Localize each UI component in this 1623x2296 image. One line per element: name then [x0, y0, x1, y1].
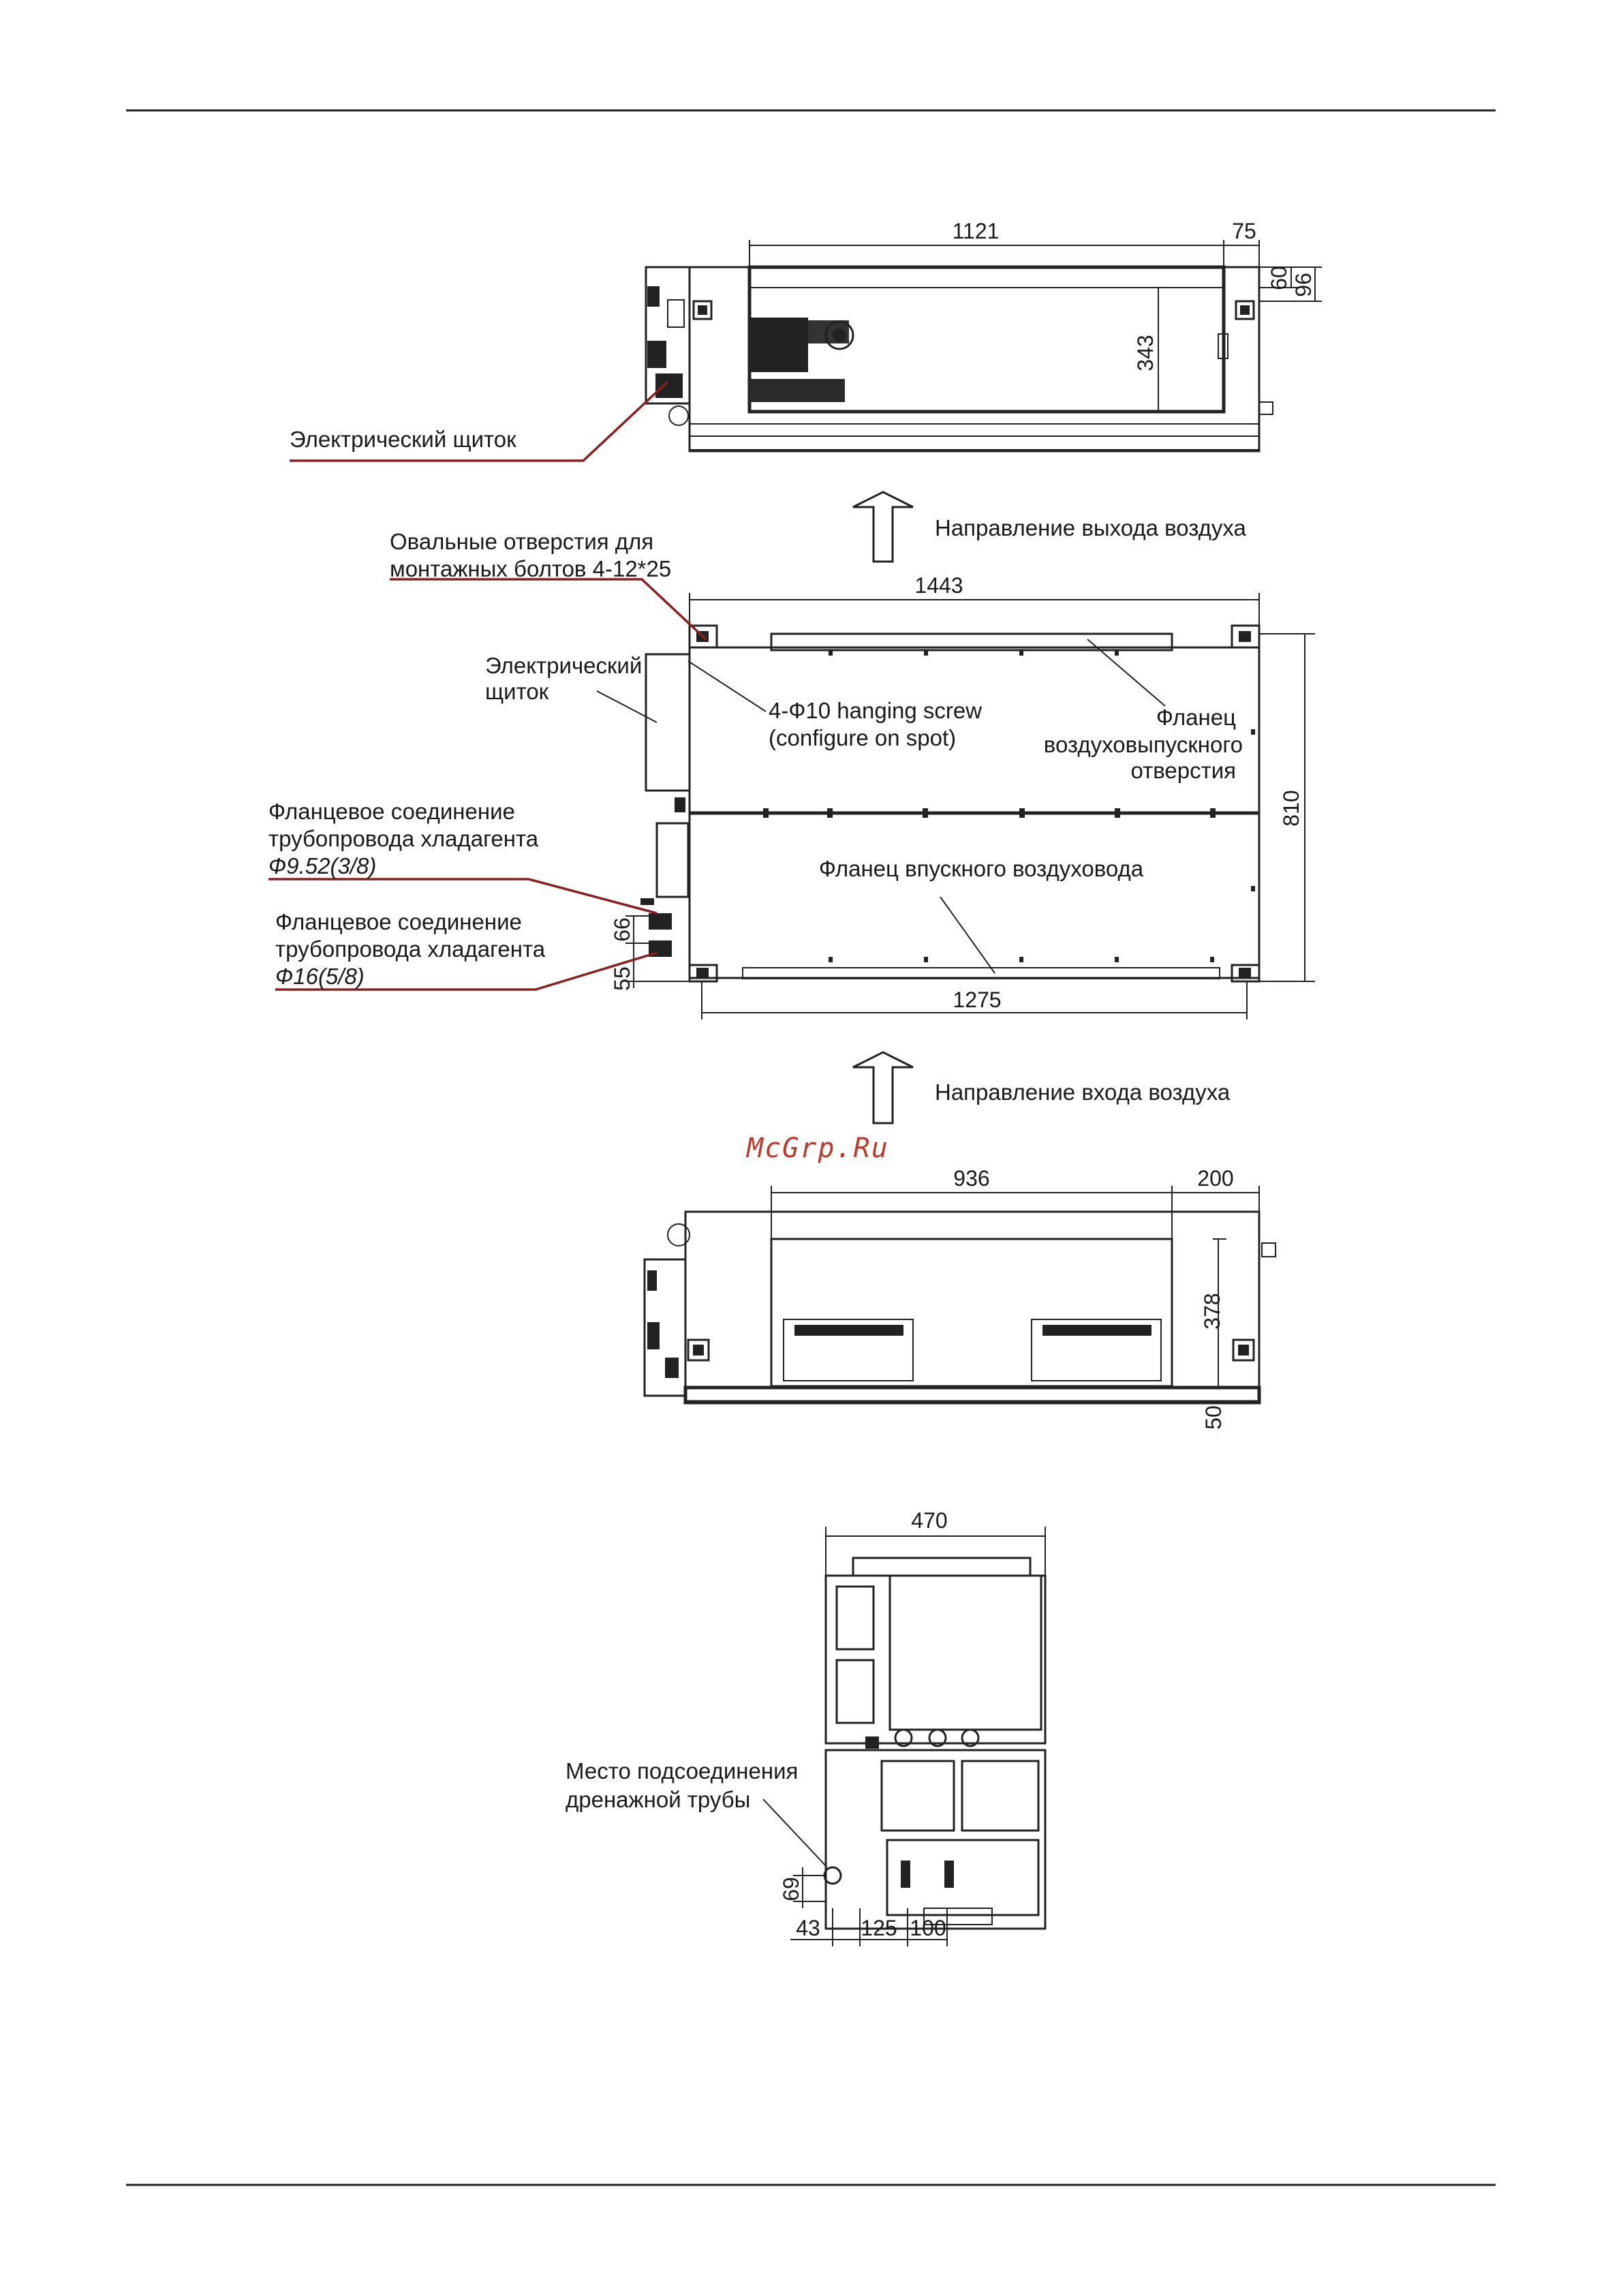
- dim-55: 55: [610, 966, 634, 991]
- dim-66: 66: [610, 917, 634, 942]
- dim-60: 60: [1267, 266, 1291, 290]
- callout-pipe-small-line2: трубопровода хладагента: [268, 826, 539, 851]
- label-air-out: Направление выхода воздуха: [935, 515, 1247, 540]
- callout-inlet-flange: Фланец впускного воздуховода: [819, 856, 1144, 881]
- callout-outlet-flange-line1: Фланец: [1156, 705, 1236, 730]
- dim-75: 75: [1232, 219, 1256, 243]
- callout-oval-holes-line2: монтажных болтов 4-12*25: [390, 556, 671, 581]
- dim-125: 125: [861, 1916, 897, 1940]
- callout-outlet-flange-line3: отверстия: [1130, 758, 1236, 783]
- arrow-air-in-icon: [852, 1051, 914, 1124]
- callout-electric-panel-line2: щиток: [485, 679, 549, 704]
- dim-43: 43: [796, 1916, 820, 1940]
- dim-100: 100: [910, 1916, 946, 1940]
- callout-electric-panel-top: Электрический щиток: [290, 427, 516, 452]
- callout-hanging-screw-line1: 4-Ф10 hanging screw: [769, 698, 982, 723]
- callout-pipe-small-line1: Фланцевое соединение: [268, 799, 515, 824]
- dim-200: 200: [1197, 1166, 1233, 1191]
- dim-96: 96: [1291, 273, 1316, 297]
- dim-936: 936: [953, 1166, 989, 1191]
- callout-pipe-large-line1: Фланцевое соединение: [275, 909, 522, 934]
- dim-1443: 1443: [914, 573, 963, 598]
- label-air-in: Направление входа воздуха: [935, 1080, 1231, 1105]
- rear-view: 936 200 378 50: [643, 1166, 1276, 1430]
- dim-1275: 1275: [953, 988, 1001, 1012]
- plan-view: 1443 810 1275 66 55 Овальные отверстия д…: [268, 529, 1315, 1020]
- callout-drain-line2: дренажной трубы: [566, 1787, 750, 1812]
- side-view: 470 69 43 125 100 Место подсоединения др…: [566, 1508, 1047, 1946]
- callout-outlet-flange-line2: воздуховыпускного: [1044, 732, 1243, 757]
- callout-hanging-screw-line2: (configure on spot): [769, 725, 956, 750]
- callout-pipe-large-line3: Ф16(5/8): [275, 964, 365, 989]
- dim-50: 50: [1201, 1405, 1226, 1430]
- callout-electric-panel-line1: Электрический: [485, 653, 642, 678]
- dim-470: 470: [911, 1508, 947, 1533]
- watermark-text: McGrp.Ru: [745, 1133, 889, 1164]
- dim-1121: 1121: [953, 219, 1000, 243]
- dim-810: 810: [1279, 790, 1303, 826]
- callout-pipe-small-line3: Ф9.52(3/8): [268, 853, 376, 878]
- front-view: 1121 75 60 96 343 Электрический щиток: [290, 219, 1322, 462]
- callout-oval-holes-line1: Овальные отверстия для: [390, 529, 653, 554]
- dim-378: 378: [1200, 1293, 1224, 1329]
- callout-pipe-large-line2: трубопровода хладагента: [275, 936, 546, 962]
- callout-drain-line1: Место подсоединения: [566, 1758, 798, 1784]
- arrow-air-out-icon: [852, 491, 914, 563]
- dim-343: 343: [1133, 335, 1158, 371]
- dim-69: 69: [779, 1877, 803, 1901]
